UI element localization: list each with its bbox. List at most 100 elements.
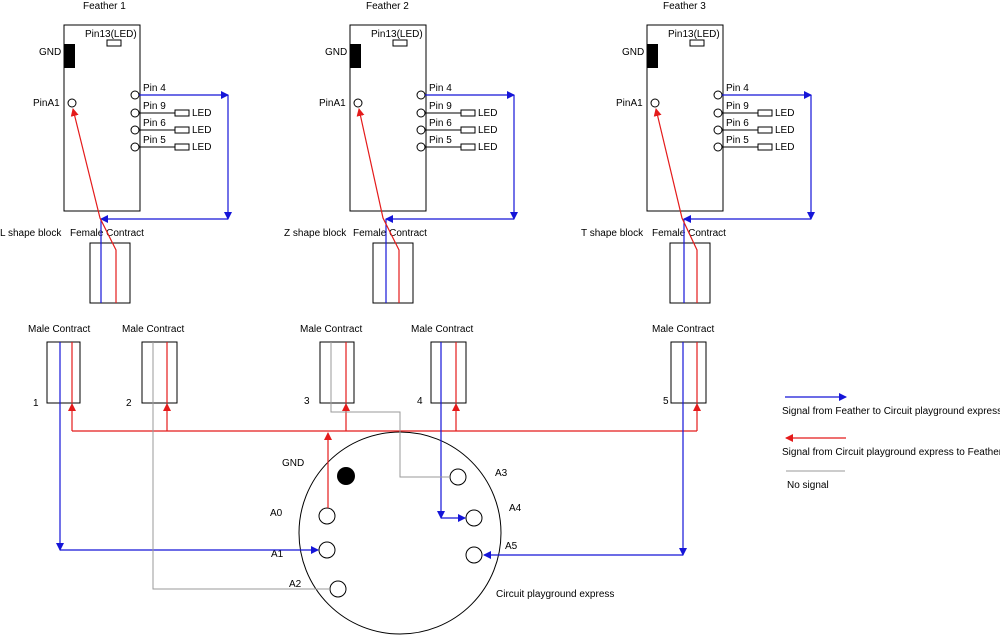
legend: Signal from Feather to Circuit playgroun… <box>782 393 1000 491</box>
male-contract-number: 5 <box>663 396 669 407</box>
pin4-label: Pin 4 <box>429 83 452 94</box>
male-contract-box <box>46 341 81 404</box>
pin4-label: Pin 4 <box>726 83 749 94</box>
board-gnd-pad <box>337 467 355 485</box>
pin9-pin <box>713 108 723 118</box>
male-contract-box <box>430 341 467 404</box>
female-contract <box>669 242 711 304</box>
female-contract <box>372 242 414 304</box>
led-9 <box>757 109 773 117</box>
pad-a2 <box>329 580 347 598</box>
pina1-label: PinA1 <box>616 98 643 109</box>
pina1-label: PinA1 <box>319 98 346 109</box>
male-contract-label: Male Contract <box>411 324 473 335</box>
pad-a2-label: A2 <box>289 579 302 590</box>
pin5-pin <box>713 142 723 152</box>
pin13-label: Pin13(LED) <box>85 29 137 40</box>
feather-board <box>63 24 141 212</box>
pad-a1 <box>318 541 336 559</box>
male-contract-box <box>141 341 178 404</box>
pad-a0-label: A0 <box>270 508 283 519</box>
led-label: LED <box>775 142 794 153</box>
led-label: LED <box>478 142 497 153</box>
male-contract-box <box>670 341 707 404</box>
pin4-pin <box>416 90 426 100</box>
pina1-label: PinA1 <box>33 98 60 109</box>
male-contract-3: Male Contract 3 <box>300 324 362 407</box>
led-5 <box>757 143 773 151</box>
pina1-pin <box>353 98 363 108</box>
gnd-pad <box>64 44 75 68</box>
pad-a4 <box>465 509 483 527</box>
pin9-label: Pin 9 <box>726 101 749 112</box>
male-contract-label: Male Contract <box>652 324 714 335</box>
legend-blue-text: Signal from Feather to Circuit playgroun… <box>782 406 1000 417</box>
block-label: L shape block <box>0 228 62 239</box>
pad-a3 <box>449 468 467 486</box>
male-contract-label: Male Contract <box>28 324 90 335</box>
pin4-pin <box>713 90 723 100</box>
feather-2: Feather 2 GND Pin13(LED) PinA1 Pin 4 Pin… <box>284 1 518 304</box>
male-contract-1: Male Contract 1 <box>28 324 90 409</box>
led-6 <box>460 126 476 134</box>
pin5-label: Pin 5 <box>429 135 452 146</box>
pin6-label: Pin 6 <box>429 118 452 129</box>
pina1-pin <box>67 98 77 108</box>
male-contract-2: Male Contract 2 <box>122 324 184 409</box>
led-label: LED <box>775 108 794 119</box>
pad-a0 <box>318 507 336 525</box>
female-contract <box>89 242 131 304</box>
male-contract-number: 3 <box>304 396 310 407</box>
feather-title: Feather 2 <box>366 1 409 12</box>
pin13-label: Pin13(LED) <box>668 29 720 40</box>
gnd-pad <box>350 44 361 68</box>
pin9-pin <box>130 108 140 118</box>
gnd-label: GND <box>325 47 347 58</box>
gnd-label: GND <box>39 47 61 58</box>
board-name: Circuit playground express <box>496 589 614 600</box>
male-contract-label: Male Contract <box>122 324 184 335</box>
pad-a5 <box>465 546 483 564</box>
male-contract-number: 2 <box>126 398 132 409</box>
pad-a5-label: A5 <box>505 541 518 552</box>
led-6 <box>174 126 190 134</box>
pad-a1-label: A1 <box>271 549 284 560</box>
pin13-led <box>106 39 122 47</box>
led-5 <box>174 143 190 151</box>
pin13-led <box>392 39 408 47</box>
pin9-label: Pin 9 <box>429 101 452 112</box>
pin4-label: Pin 4 <box>143 83 166 94</box>
board-gnd-label: GND <box>282 458 304 469</box>
pin9-pin <box>416 108 426 118</box>
led-5 <box>460 143 476 151</box>
male-contract-number: 1 <box>33 398 39 409</box>
pin6-pin <box>416 125 426 135</box>
led-label: LED <box>192 108 211 119</box>
led-label: LED <box>192 142 211 153</box>
legend-red-text: Signal from Circuit playground express t… <box>782 447 1000 458</box>
gnd-pad <box>647 44 658 68</box>
gnd-label: GND <box>622 47 644 58</box>
pad-a3-label: A3 <box>495 468 508 479</box>
female-contract-label: Female Contract <box>70 228 144 239</box>
led-9 <box>174 109 190 117</box>
circuit-playground-express: GND A0 A1 A2 A3 A4 A5 Circuit playground… <box>270 431 614 635</box>
legend-gray-text: No signal <box>787 480 829 491</box>
pin5-label: Pin 5 <box>143 135 166 146</box>
feather-board <box>349 24 427 212</box>
led-label: LED <box>478 125 497 136</box>
pin6-label: Pin 6 <box>143 118 166 129</box>
wiring <box>56 342 701 590</box>
pin6-label: Pin 6 <box>726 118 749 129</box>
feather-board <box>646 24 724 212</box>
pin6-pin <box>130 125 140 135</box>
male-contract-5: Male Contract 5 <box>652 324 714 407</box>
led-6 <box>757 126 773 134</box>
feather-title: Feather 3 <box>663 1 706 12</box>
male-contract-box <box>319 341 355 404</box>
feather-1: Feather 1 GND Pin13(LED) PinA1 Pin 4 Pin… <box>0 1 232 304</box>
male-contract-label: Male Contract <box>300 324 362 335</box>
female-contract-label: Female Contract <box>353 228 427 239</box>
block-label: T shape block <box>581 228 644 239</box>
